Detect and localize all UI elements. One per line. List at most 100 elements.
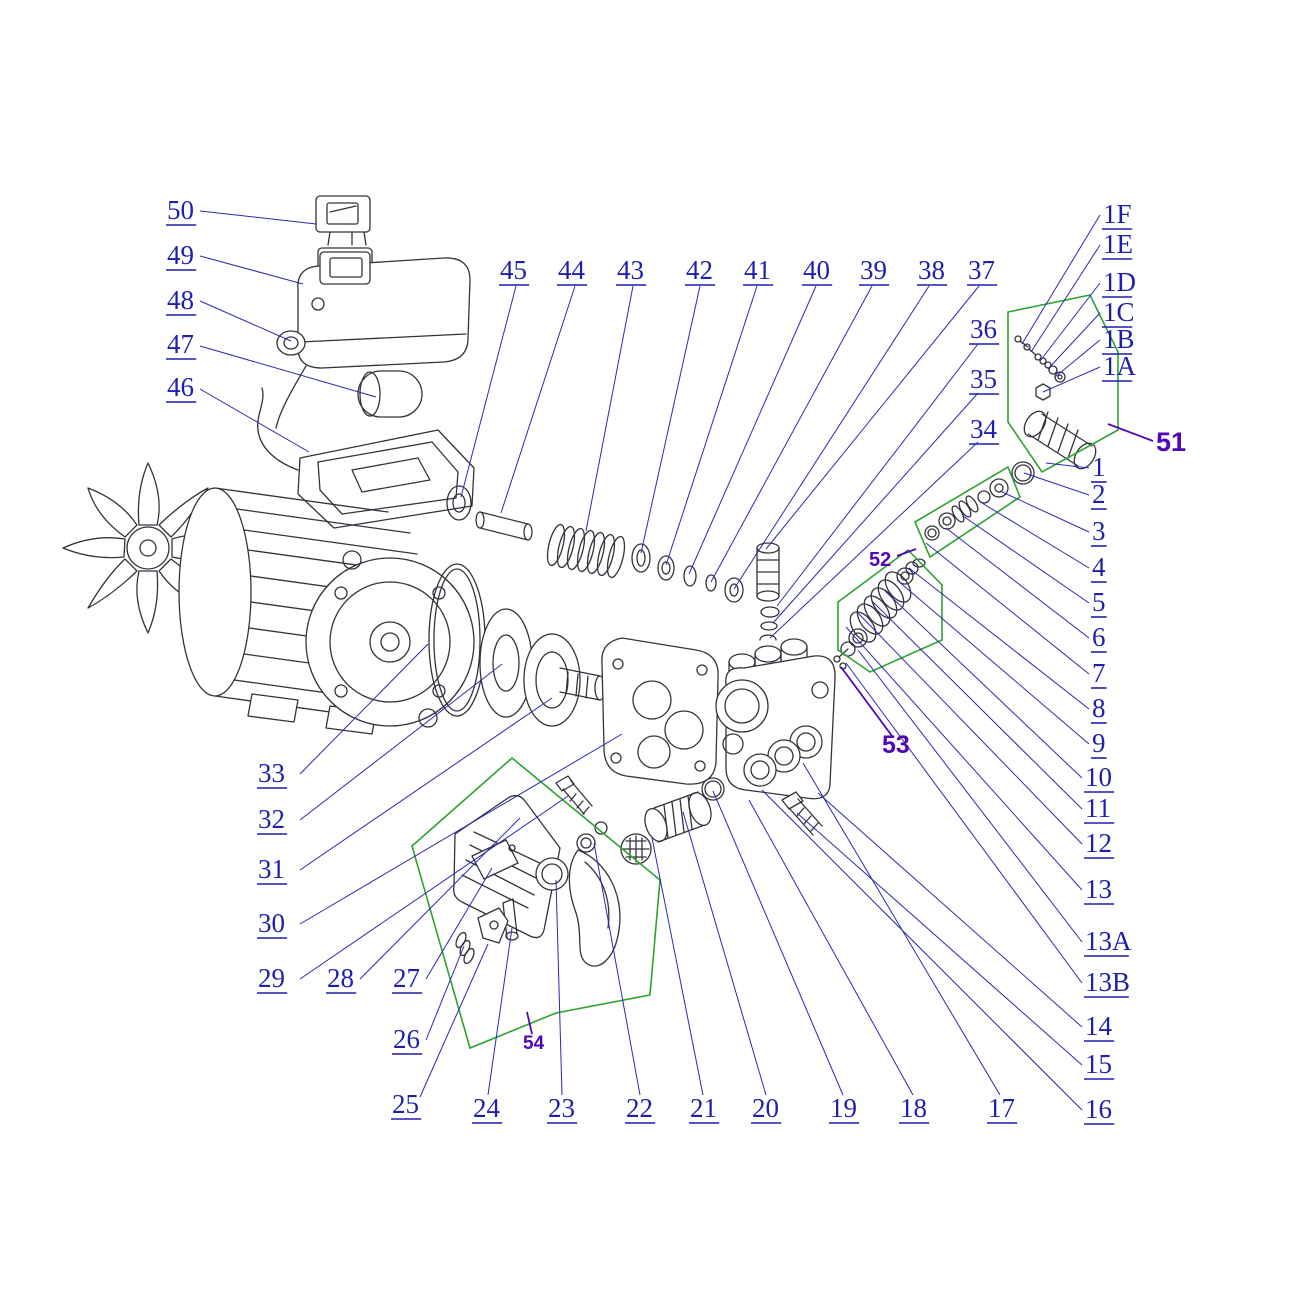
part-label-1B: 1B (1103, 324, 1135, 354)
part-label-18: 18 (900, 1093, 927, 1123)
leader-line-3 (999, 490, 1090, 533)
leader-line-34 (769, 441, 979, 639)
leader-line-17 (802, 762, 1001, 1096)
leader-line-15 (796, 812, 1083, 1066)
part-label-1F: 1F (1103, 199, 1132, 229)
pump-manifold-drawing (715, 638, 836, 800)
part-label-32: 32 (258, 804, 285, 834)
part-label-8: 8 (1092, 693, 1106, 723)
group-box-52 (913, 465, 1021, 559)
part-label-6: 6 (1092, 622, 1106, 652)
leader-line-41 (665, 285, 758, 566)
leader-line-49 (199, 255, 304, 285)
leader-line-16 (761, 789, 1083, 1111)
part-label-20: 20 (752, 1093, 779, 1123)
leader-line-20 (682, 811, 767, 1096)
terminal-tray-drawing (297, 429, 475, 529)
leader-line-29 (299, 795, 569, 980)
leader-line-31 (299, 697, 553, 871)
leader-line-1F (1021, 214, 1101, 345)
part-label-36: 36 (970, 314, 997, 344)
part-label-48: 48 (167, 285, 194, 315)
rocker-switch-drawing (315, 195, 371, 246)
part-label-25: 25 (392, 1089, 419, 1119)
part-label-13A: 13A (1085, 926, 1132, 956)
part-label-30: 30 (258, 908, 285, 938)
leader-line-19 (712, 790, 844, 1096)
leader-line-13B (845, 662, 1083, 984)
leader-line-46 (199, 388, 310, 453)
leader-line-40 (688, 285, 817, 575)
leader-line-21 (651, 837, 704, 1096)
line-art-layer (62, 195, 1097, 967)
leader-line-13 (845, 626, 1083, 891)
part-label-5: 5 (1092, 587, 1106, 617)
bearing-assembly-drawing (523, 633, 606, 727)
leader-line-37 (765, 285, 980, 550)
part-label-11: 11 (1085, 793, 1111, 823)
part-label-9: 9 (1092, 728, 1106, 758)
piston-assembly-drawing (833, 561, 919, 670)
seal-plate-drawing (479, 608, 533, 718)
check-valve-kit-drawing (912, 478, 1009, 568)
leader-line-47 (199, 345, 377, 398)
motor-stator-drawing (178, 487, 425, 735)
part-label-13B: 13B (1085, 967, 1130, 997)
leader-line-45 (460, 285, 517, 498)
leader-line-51 (1107, 423, 1154, 442)
part-label-21: 21 (690, 1093, 717, 1123)
part-label-29: 29 (258, 963, 285, 993)
leader-line-24 (487, 927, 513, 1096)
leader-line-18 (748, 799, 914, 1096)
leader-line-50 (199, 210, 317, 225)
pump-cover-drawing (601, 637, 719, 785)
leader-line-23 (555, 879, 563, 1096)
motor-end-bracket-drawing (305, 550, 475, 728)
capacitor-drawing (357, 370, 423, 418)
leader-line-30 (299, 733, 623, 925)
leader-line-14 (817, 792, 1083, 1028)
group-label-51: 51 (1156, 427, 1186, 457)
part-label-45: 45 (500, 255, 527, 285)
leader-line-39 (710, 285, 873, 583)
leader-line-35 (772, 392, 979, 624)
wire-drawing (257, 365, 307, 471)
part-label-1A: 1A (1103, 351, 1137, 381)
part-label-1D: 1D (1103, 267, 1136, 297)
part-label-49: 49 (167, 240, 194, 270)
part-label-41: 41 (744, 255, 771, 285)
part-label-1C: 1C (1103, 297, 1135, 327)
leader-line-52 (896, 548, 917, 557)
part-label-43: 43 (617, 255, 644, 285)
leader-line-48 (199, 300, 292, 342)
leader-line-4 (981, 502, 1090, 569)
leader-line-28 (359, 817, 521, 980)
part-label-15: 15 (1085, 1049, 1112, 1079)
leader-line-27 (425, 867, 493, 980)
group-label-54: 54 (523, 1033, 545, 1054)
leader-line-25 (419, 943, 489, 1098)
part-label-19: 19 (830, 1093, 857, 1123)
part-label-39: 39 (860, 255, 887, 285)
group-label-53: 53 (882, 731, 910, 759)
part-label-1E: 1E (1103, 229, 1133, 259)
part-label-27: 27 (393, 963, 420, 993)
mounting-bolt-drawing (555, 775, 823, 836)
part-label-35: 35 (970, 364, 997, 394)
group-box-51 (1007, 294, 1119, 474)
part-label-22: 22 (626, 1093, 653, 1123)
leader-line-2 (1023, 472, 1090, 496)
part-label-37: 37 (968, 255, 995, 285)
part-label-44: 44 (558, 255, 586, 285)
part-label-23: 23 (548, 1093, 575, 1123)
leader-line-36 (776, 343, 979, 607)
part-label-50: 50 (167, 195, 194, 225)
leader-line-1 (1045, 462, 1090, 469)
part-label-28: 28 (327, 963, 354, 993)
leader-line-43 (585, 285, 634, 532)
leader-line-5 (962, 515, 1090, 604)
leader-line-9 (896, 579, 1090, 745)
part-label-3: 3 (1092, 516, 1106, 546)
